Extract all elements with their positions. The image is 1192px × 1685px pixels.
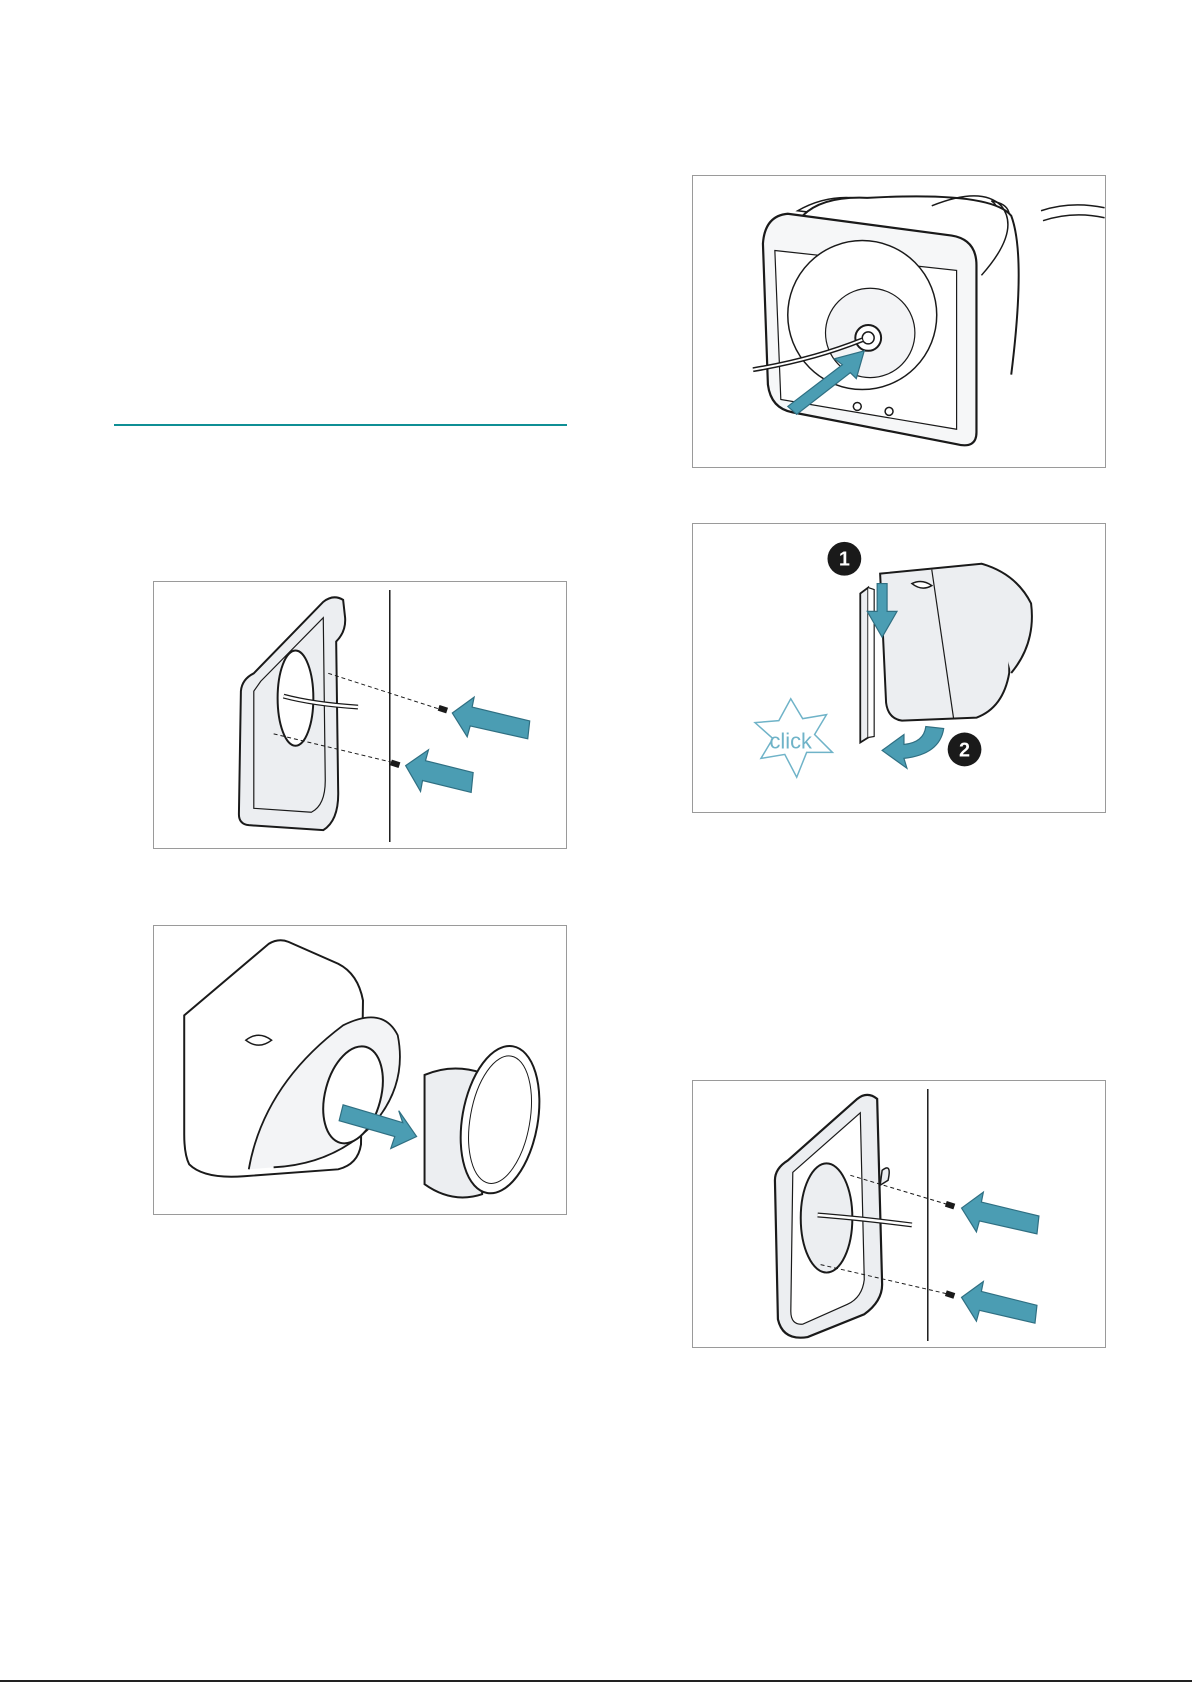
step-1-number: 1 [839, 549, 850, 571]
figure-cable-through-housing [692, 175, 1106, 468]
figure-sleeve-removal [153, 925, 567, 1215]
housing-illustration [693, 176, 1105, 467]
sleeve-illustration [154, 926, 566, 1214]
click-label: click [770, 728, 813, 753]
wall-plate-illustration [154, 582, 566, 848]
page-footer-rule [0, 1680, 1192, 1682]
figure-click-mount: 1 2 click [692, 523, 1106, 813]
section-divider [114, 424, 567, 426]
step-2-number: 2 [959, 739, 970, 761]
click-illustration: 1 2 click [693, 524, 1105, 812]
figure-wall-plate-screws-2 [692, 1080, 1106, 1348]
wall-plate-illustration-2 [693, 1081, 1105, 1347]
figure-wall-plate-screws [153, 581, 567, 849]
